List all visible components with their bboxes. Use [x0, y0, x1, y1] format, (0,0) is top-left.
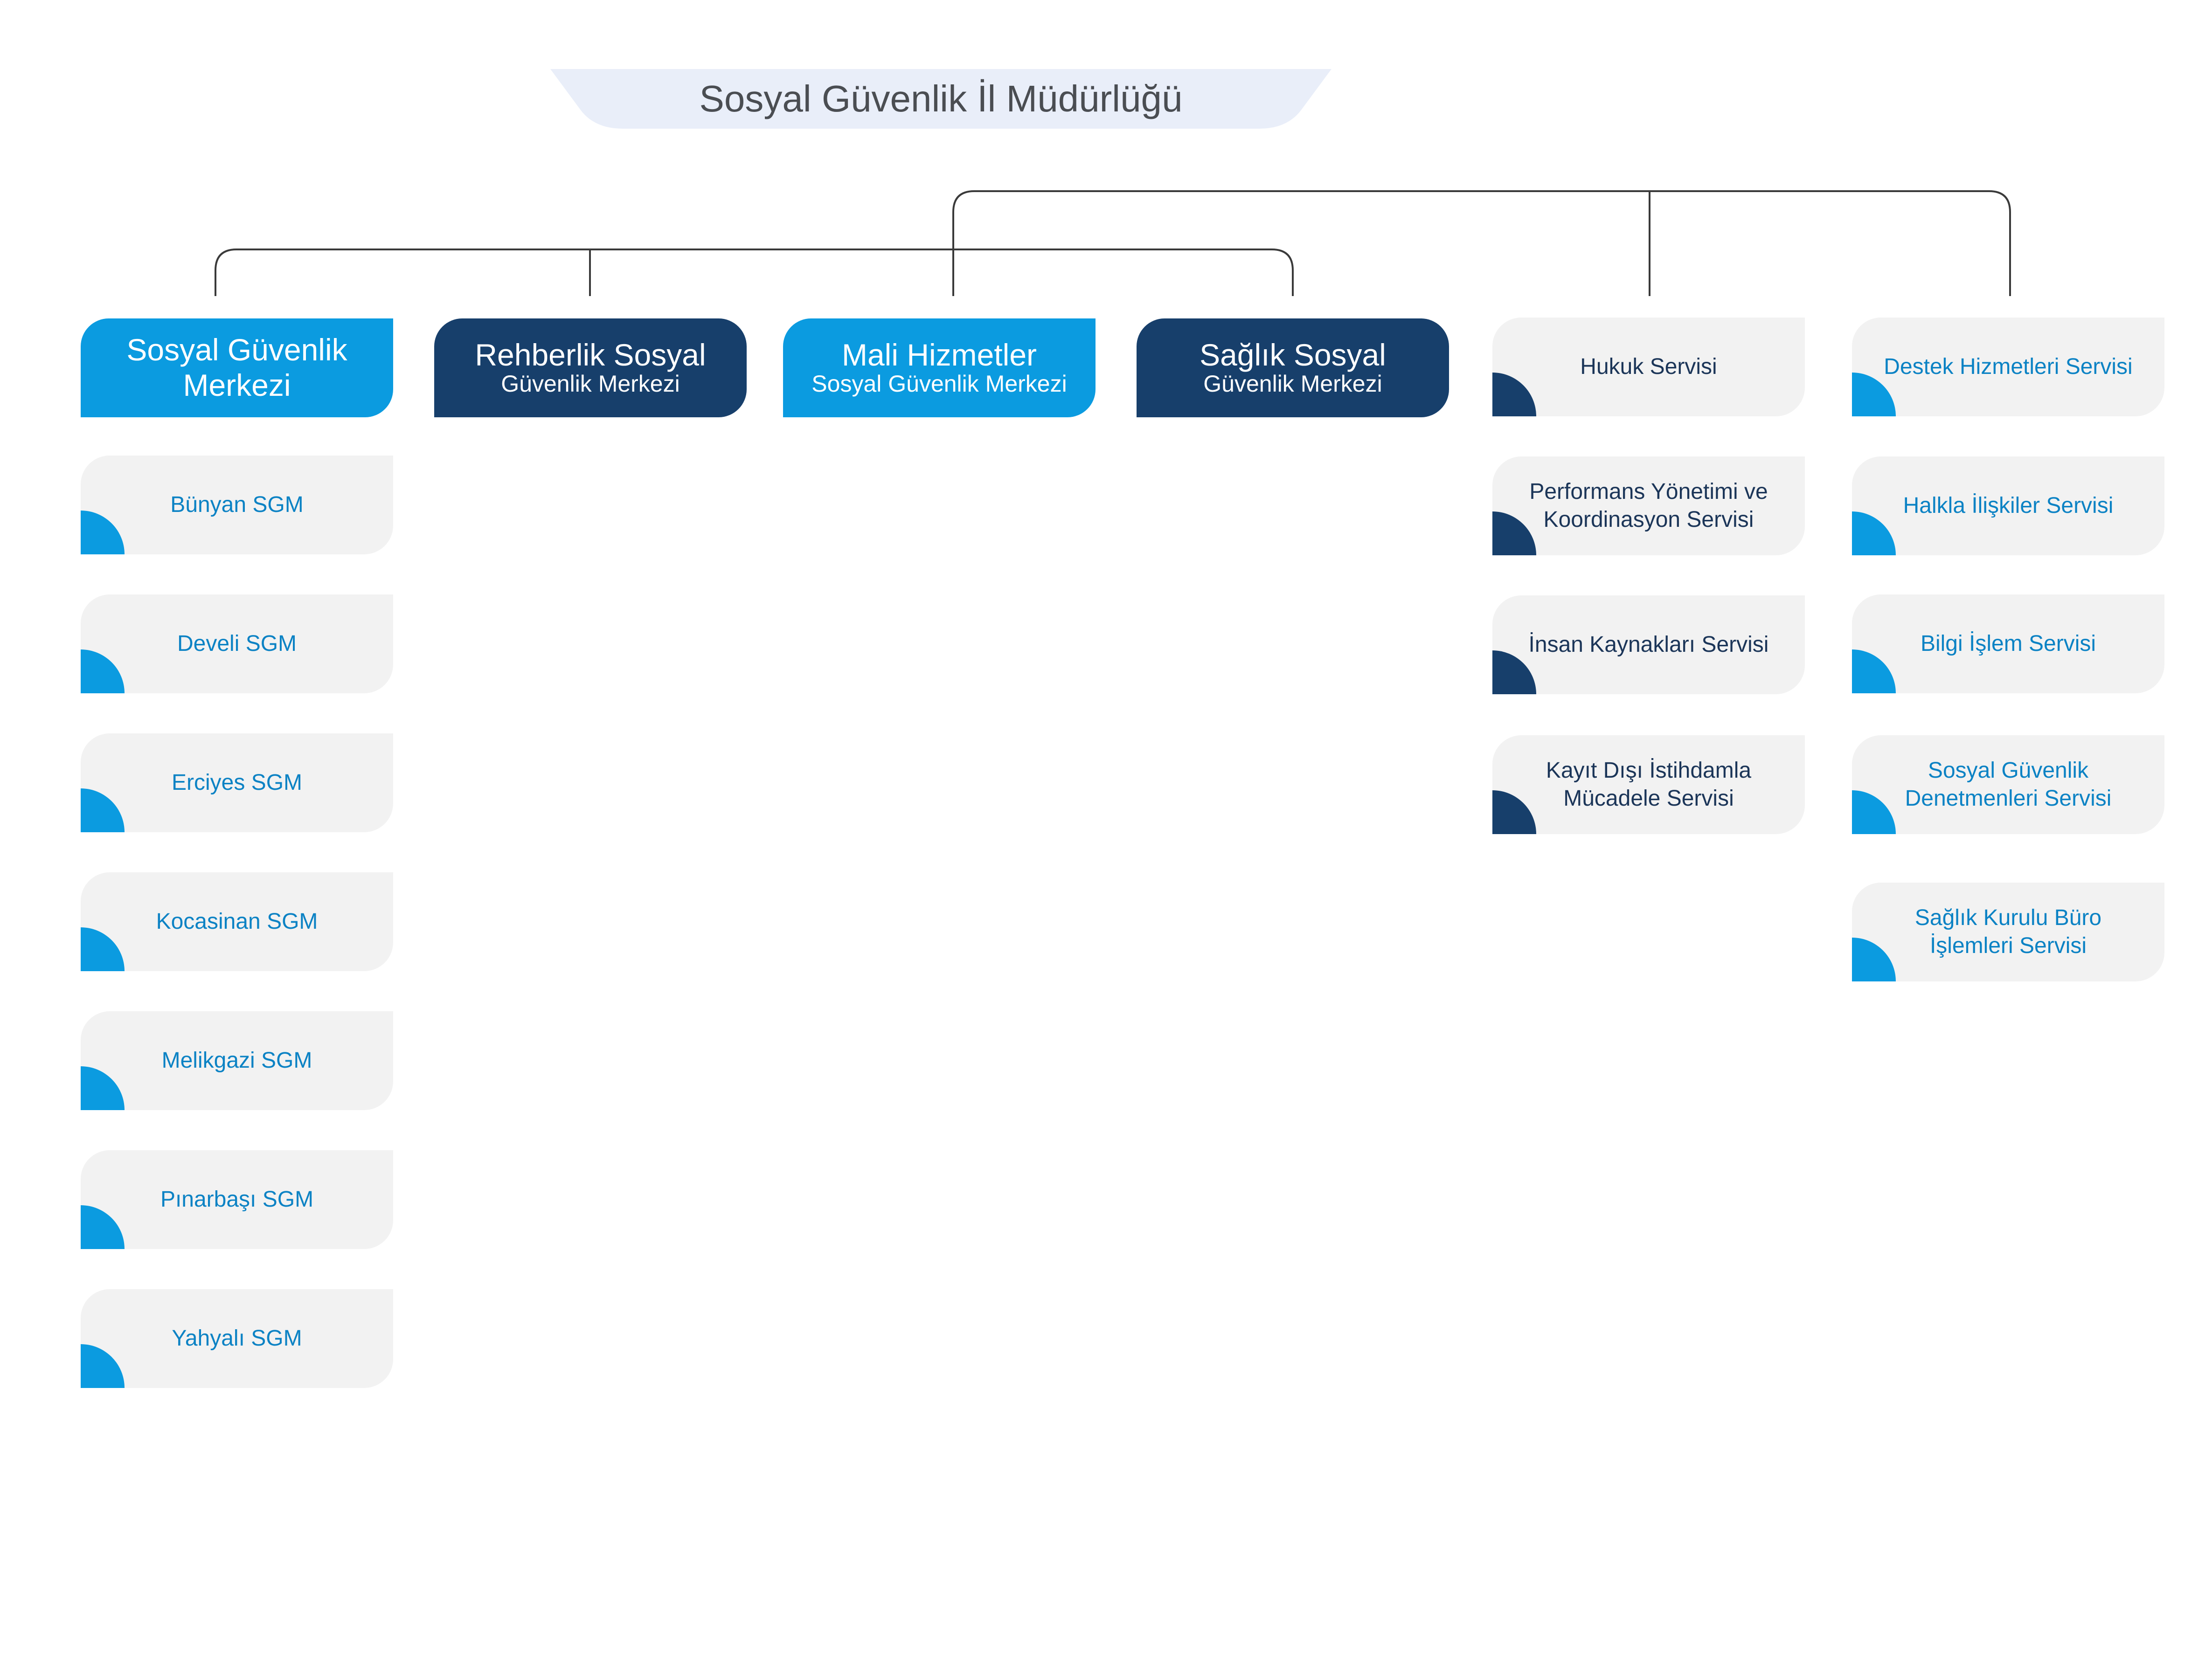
sgm-card-melikgazi[interactable]: Melikgazi SGM	[81, 1011, 393, 1110]
service-card-hukuk[interactable]: Hukuk Servisi	[1492, 318, 1805, 416]
service-card-kayit-disi[interactable]: Kayıt Dışı İstihdamla Mücadele Servisi	[1492, 735, 1805, 834]
quarter-circle-icon	[81, 788, 125, 832]
card-label: Sosyal Güvenlik Denetmenleri Servisi	[1905, 758, 2112, 811]
quarter-circle-icon	[81, 1205, 125, 1249]
card-label: Bünyan SGM	[170, 492, 304, 517]
center-title: Sağlık Sosyal	[1200, 337, 1386, 372]
quarter-circle-icon	[1852, 511, 1896, 555]
quarter-circle-icon	[81, 927, 125, 971]
card-label: Halkla İlişkiler Servisi	[1903, 493, 2114, 518]
service-card-bilgi-islem[interactable]: Bilgi İşlem Servisi	[1852, 594, 2164, 693]
connector-centers-bus	[215, 249, 1294, 296]
center-subtitle: Sosyal Güvenlik Merkezi	[811, 371, 1067, 397]
center-title: Mali Hizmetler	[841, 337, 1037, 372]
title-banner-shape	[550, 69, 1331, 129]
center-title: Rehberlik Sosyal	[475, 337, 706, 372]
sgm-card-erciyes[interactable]: Erciyes SGM	[81, 733, 393, 832]
card-label: Yahyalı SGM	[172, 1326, 302, 1351]
service-card-halkla-iliskiler[interactable]: Halkla İlişkiler Servisi	[1852, 456, 2164, 555]
quarter-circle-icon	[81, 1066, 125, 1110]
center-subtitle: Güvenlik Merkezi	[501, 371, 680, 397]
sgm-card-bunyan[interactable]: Bünyan SGM	[81, 456, 393, 554]
card-label: İnsan Kaynakları Servisi	[1528, 632, 1769, 657]
service-card-performans[interactable]: Performans Yönetimi ve Koordinasyon Serv…	[1492, 456, 1805, 555]
center-mali-hizmetler[interactable]: Mali Hizmetler Sosyal Güvenlik Merkezi	[783, 318, 1096, 417]
card-label: Erciyes SGM	[171, 770, 303, 795]
connector-top-bus	[952, 190, 2011, 296]
service-card-insan-kaynaklari[interactable]: İnsan Kaynakları Servisi	[1492, 595, 1805, 694]
page-title: Sosyal Güvenlik İl Müdürlüğü	[699, 78, 1183, 119]
service-card-denetmenler[interactable]: Sosyal Güvenlik Denetmenleri Servisi	[1852, 735, 2164, 834]
sgm-card-develi[interactable]: Develi SGM	[81, 594, 393, 693]
quarter-circle-icon	[81, 1344, 125, 1388]
quarter-circle-icon	[81, 649, 125, 693]
card-label: Performans Yönetimi ve Koordinasyon Serv…	[1529, 479, 1768, 532]
card-label: Destek Hizmetleri Servisi	[1884, 354, 2133, 379]
quarter-circle-icon	[1852, 649, 1896, 693]
sgm-card-kocasinan[interactable]: Kocasinan SGM	[81, 872, 393, 971]
center-rehberlik[interactable]: Rehberlik Sosyal Güvenlik Merkezi	[434, 318, 747, 417]
card-label: Kocasinan SGM	[156, 909, 318, 934]
center-sosyal-guvenlik-merkezi[interactable]: Sosyal Güvenlik Merkezi	[81, 318, 393, 417]
card-label: Melikgazi SGM	[161, 1048, 312, 1073]
sgm-card-pinarbasi[interactable]: Pınarbaşı SGM	[81, 1150, 393, 1249]
sgm-card-yahyali[interactable]: Yahyalı SGM	[81, 1289, 393, 1388]
center-title: Sosyal Güvenlik	[126, 332, 347, 367]
center-subtitle: Merkezi	[183, 368, 291, 402]
service-card-destek[interactable]: Destek Hizmetleri Servisi	[1852, 318, 2164, 416]
card-label: Sağlık Kurulu Büro İşlemleri Servisi	[1914, 905, 2102, 958]
service-card-saglik-kurulu[interactable]: Sağlık Kurulu Büro İşlemleri Servisi	[1852, 883, 2164, 981]
center-subtitle: Güvenlik Merkezi	[1203, 371, 1382, 397]
quarter-circle-icon	[81, 511, 125, 554]
card-label: Develi SGM	[177, 631, 297, 656]
card-label: Hukuk Servisi	[1580, 354, 1717, 379]
center-saglik[interactable]: Sağlık Sosyal Güvenlik Merkezi	[1137, 318, 1449, 417]
card-label: Bilgi İşlem Servisi	[1920, 631, 2096, 656]
quarter-circle-icon	[1492, 373, 1536, 416]
card-label: Pınarbaşı SGM	[160, 1187, 314, 1212]
card-label: Kayıt Dışı İstihdamla Mücadele Servisi	[1546, 758, 1752, 811]
